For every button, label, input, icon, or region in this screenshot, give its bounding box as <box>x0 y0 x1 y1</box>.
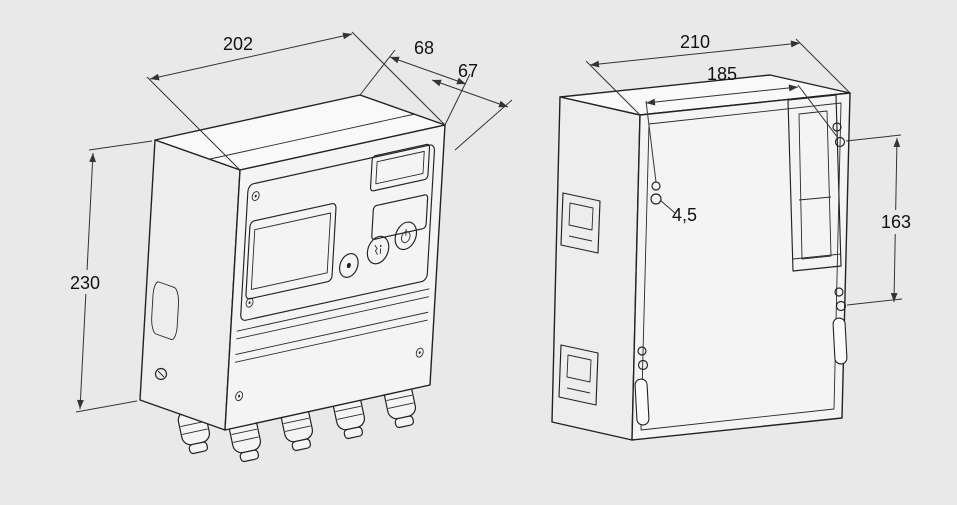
front-isometric-view: 202 68 67 230 <box>64 32 512 463</box>
dim-depth-lower-value: 67 <box>458 61 478 81</box>
dim-hole-spacing-vertical: 163 <box>846 135 918 305</box>
dim-hole-diameter-value: 4,5 <box>672 205 697 225</box>
rear-isometric-view: 210 185 4,5 163 <box>552 32 918 440</box>
dim-hole-spacing-vertical-value: 163 <box>881 212 911 232</box>
dim-height-value: 230 <box>70 273 100 293</box>
dim-overall-width-value: 210 <box>680 32 710 52</box>
rear-side-face <box>552 97 640 440</box>
dim-width-value: 202 <box>223 34 253 54</box>
dim-height: 230 <box>64 141 152 412</box>
dim-hole-spacing-horizontal-value: 185 <box>707 64 737 84</box>
rear-back-face <box>632 93 850 440</box>
housing-front-face <box>225 125 445 430</box>
dim-depth-upper-value: 68 <box>414 38 434 58</box>
